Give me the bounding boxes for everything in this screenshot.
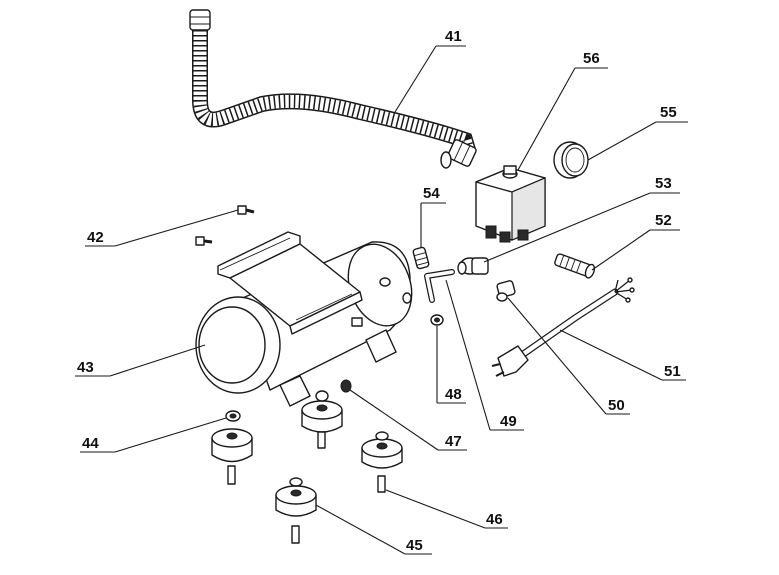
valve-part-53 [457,257,489,275]
nipple-fitting-part-54 [412,246,430,270]
callout-41: 41 [394,28,466,113]
label-55: 55 [660,104,677,121]
callout-43: 43 [75,344,206,377]
callout-52: 52 [591,212,680,271]
fitting-part-47 [340,379,352,393]
label-50: 50 [608,397,625,414]
rubber-foot-upper-middle [301,390,343,449]
callout-47: 47 [349,389,467,451]
power-cable-part-51 [491,277,635,377]
callout-46: 46 [385,489,508,529]
connector-fitting-part-52 [554,253,596,279]
rubber-foot-part-45 [275,477,317,544]
callout-42: 42 [85,209,239,247]
callout-53: 53 [483,175,680,263]
discharge-hose-part-41 [189,9,477,169]
callout-54: 54 [420,185,446,248]
fitting-part-50 [496,280,516,302]
bolts-part-42 [195,205,255,246]
label-44: 44 [82,435,99,452]
nut-part-48 [430,314,444,326]
washer-part-44 [225,410,241,422]
callout-55: 55 [587,104,688,161]
label-49: 49 [500,413,517,430]
rubber-foot-part-46 [361,431,403,493]
label-52: 52 [655,212,672,229]
label-46: 46 [486,511,503,528]
callout-45: 45 [315,504,432,555]
label-47: 47 [445,433,462,450]
label-41: 41 [445,28,462,45]
callout-48: 48 [436,326,466,404]
label-53: 53 [655,175,672,192]
label-45: 45 [406,537,423,554]
hose-top-nut [189,9,211,31]
callout-49: 49 [445,279,524,431]
pressure-switch-part-56 [475,165,546,243]
knob-cap-part-55 [553,141,589,179]
callout-56: 56 [517,50,608,171]
bent-tube-part-49 [424,269,455,303]
label-51: 51 [664,363,681,380]
callout-50: 50 [507,297,630,415]
label-56: 56 [583,50,600,67]
label-48: 48 [445,386,462,403]
callout-51: 51 [559,329,686,381]
label-43: 43 [77,359,94,376]
callout-44: 44 [80,417,227,453]
label-42: 42 [87,229,104,246]
air-tank-part-43 [195,231,413,407]
label-54: 54 [423,185,440,202]
rubber-foot-upper-left [211,428,253,485]
